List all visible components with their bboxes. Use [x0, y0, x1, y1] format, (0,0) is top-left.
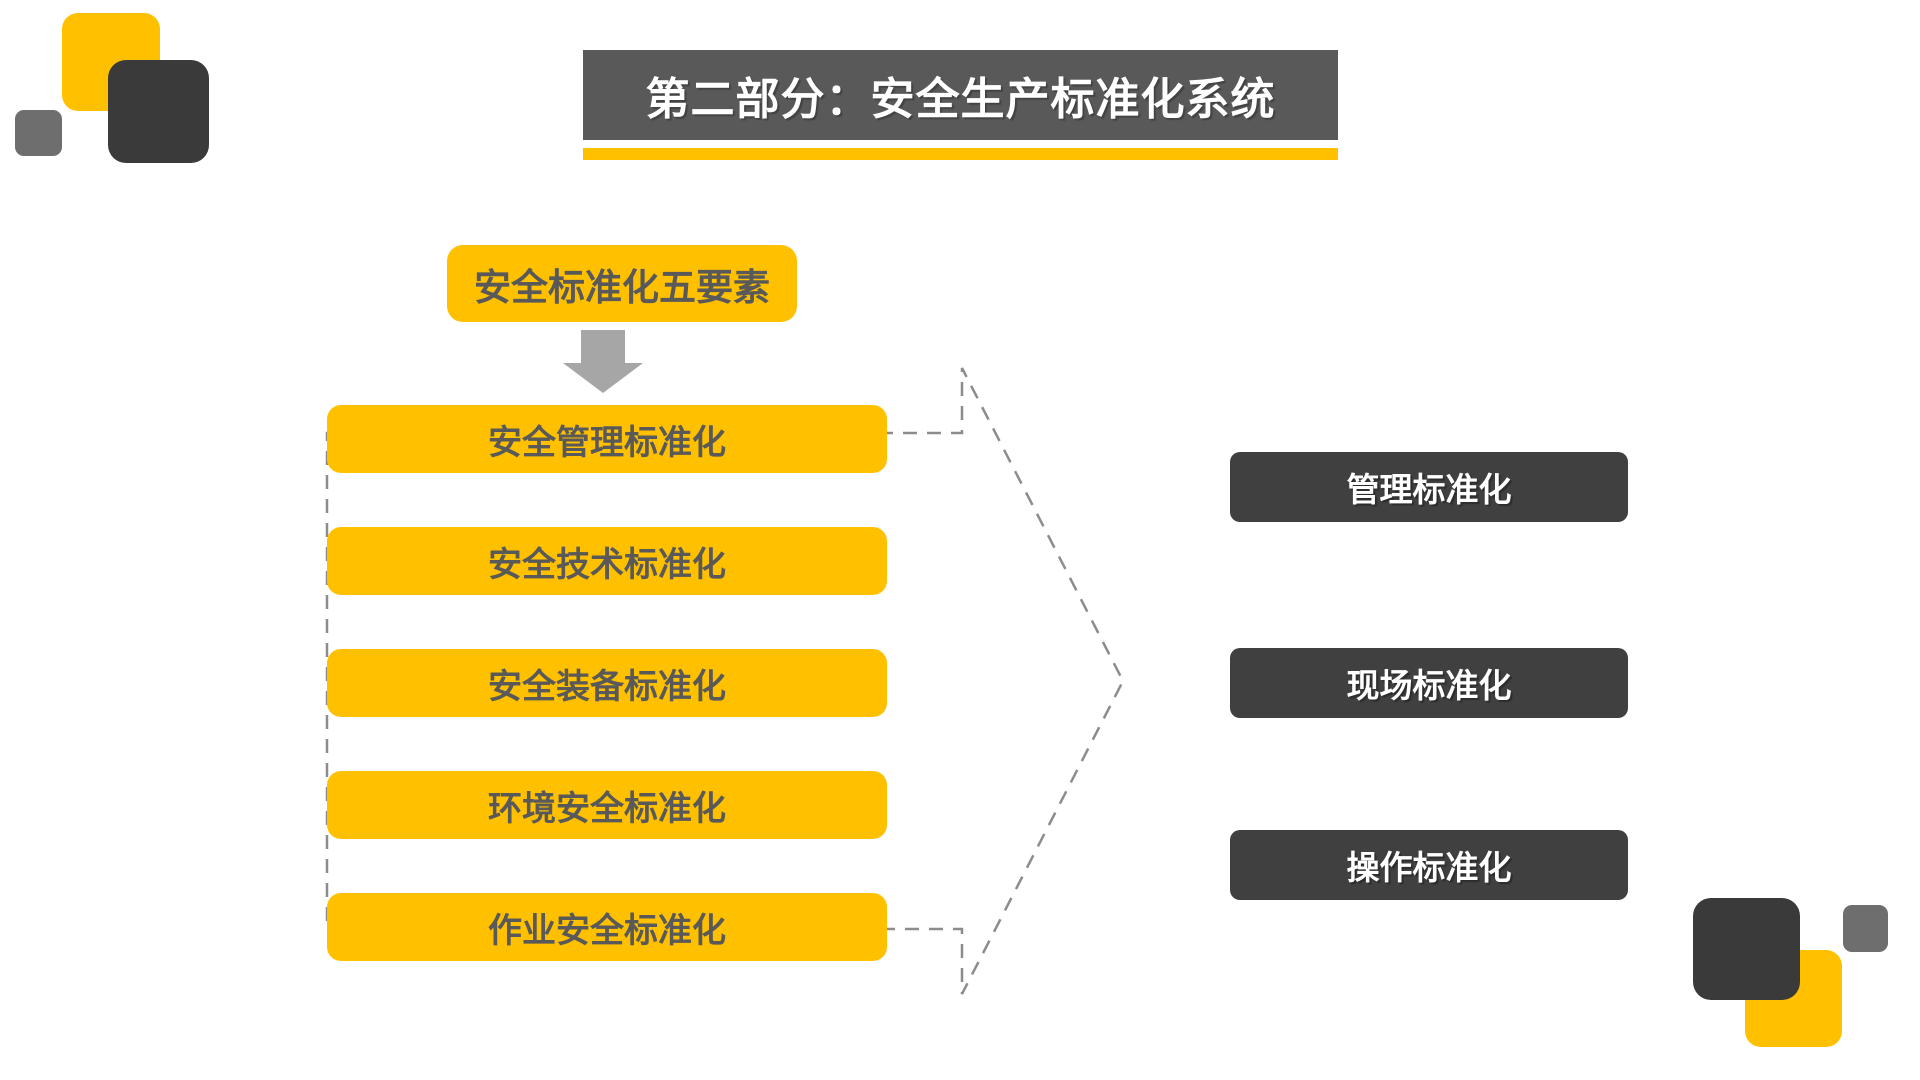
left-item-environment-safety: 环境安全标准化: [327, 771, 887, 839]
left-item-label: 安全装备标准化: [488, 667, 726, 706]
right-item-label: 现场标准化: [1346, 667, 1512, 704]
left-item-label: 作业安全标准化: [488, 911, 726, 950]
right-item-management-standardization: 管理标准化: [1230, 452, 1628, 522]
right-item-label: 管理标准化: [1346, 471, 1512, 508]
right-item-operation-standardization: 操作标准化: [1230, 830, 1628, 900]
right-item-site-standardization: 现场标准化: [1230, 648, 1628, 718]
left-item-safety-management: 安全管理标准化: [327, 405, 887, 473]
source-box: 安全标准化五要素: [447, 245, 797, 322]
right-item-label: 操作标准化: [1346, 849, 1512, 886]
title-underline: [583, 148, 1338, 160]
source-box-label: 安全标准化五要素: [474, 266, 770, 308]
page-title: 第二部分：安全生产标准化系统: [645, 75, 1276, 124]
left-item-safety-technology: 安全技术标准化: [327, 527, 887, 595]
deco-gray-square-icon: [1843, 905, 1888, 952]
left-item-label: 安全技术标准化: [488, 545, 726, 584]
deco-dark-square-icon: [1693, 898, 1800, 1000]
left-item-label: 安全管理标准化: [488, 423, 726, 462]
deco-gray-square-icon: [15, 110, 62, 156]
deco-dark-square-icon: [108, 60, 209, 163]
left-item-safety-equipment: 安全装备标准化: [327, 649, 887, 717]
page-title-bar: 第二部分：安全生产标准化系统: [583, 50, 1338, 140]
left-item-label: 环境安全标准化: [488, 789, 726, 828]
left-item-operation-safety: 作业安全标准化: [327, 893, 887, 961]
